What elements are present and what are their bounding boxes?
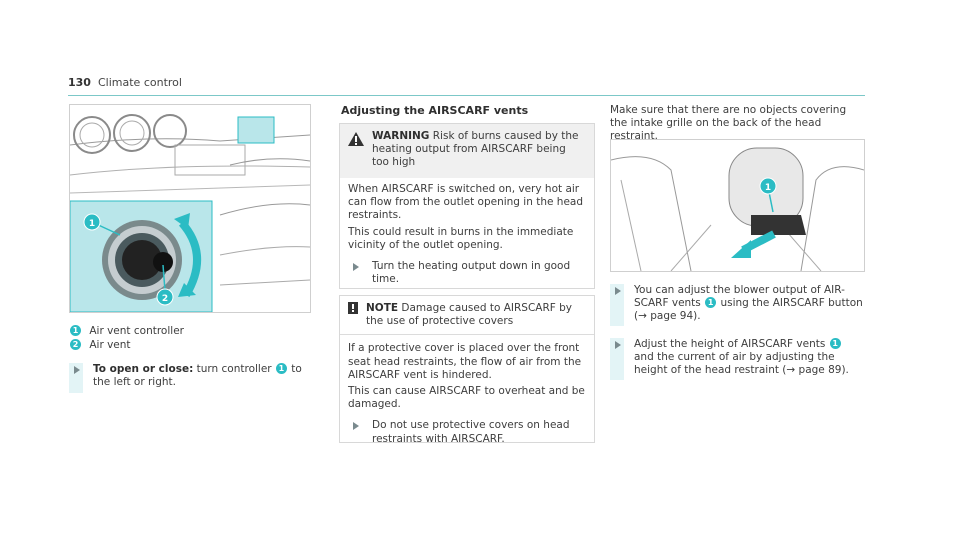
step-text-2: using the AIRSCARF button (→ page 94). xyxy=(634,297,863,323)
callout-badge: 1 xyxy=(275,363,287,374)
step-text: Adjust the height of AIRSCARF vents xyxy=(634,338,829,350)
warning-triangle-icon xyxy=(348,132,364,146)
warning-paragraph-1: When AIRSCARF is switched on, very hot a… xyxy=(348,183,584,222)
section-heading: Adjusting the AIRSCARF vents xyxy=(341,104,529,117)
note-step-text: Do not use protective covers on head res… xyxy=(372,419,570,445)
step-arrow-icon xyxy=(353,422,359,431)
height-adjust-step: Adjust the height of AIRSCARF vents 1 an… xyxy=(610,338,866,380)
step-text-2: and the current of air by adjusting the … xyxy=(634,351,849,377)
step-text: You can adjust the blower output of AIR-… xyxy=(634,284,845,310)
open-close-step: To open or close: turn controller 1 to t… xyxy=(69,363,309,393)
note-paragraph-1: If a protective cover is placed over the… xyxy=(348,342,582,381)
warning-header: WARNING Risk of burns caused by the heat… xyxy=(340,124,594,178)
step-text-2: to the left or right. xyxy=(93,363,302,389)
callout-badge: 1 xyxy=(705,297,717,309)
header-divider xyxy=(68,95,865,96)
legend-label: Air vent controller xyxy=(89,325,184,337)
note-step: Do not use protective covers on head res… xyxy=(348,419,586,447)
step-text: turn controller xyxy=(193,363,275,375)
note-paragraph-2: This can cause AIRSCARF to overheat and … xyxy=(348,385,585,411)
dashboard-illustration: 1 2 xyxy=(70,105,310,312)
warning-step-text: Turn the heating output down in good tim… xyxy=(372,260,571,286)
step-bold: To open or close: xyxy=(93,363,194,375)
step-arrow-icon xyxy=(353,263,359,272)
callout-badge: 1 xyxy=(829,338,841,349)
warning-title: WARNING xyxy=(372,130,430,142)
warning-paragraph-2: This could result in burns in the immedi… xyxy=(348,225,574,251)
air-vent-controller-figure: 1 2 xyxy=(69,104,311,313)
legend-item-1: 1 Air vent controller xyxy=(69,325,184,338)
step-arrow-icon xyxy=(74,366,80,374)
head-restraint-illustration: 1 xyxy=(611,140,864,271)
svg-text:1: 1 xyxy=(765,183,771,193)
callout-2: 2 xyxy=(156,288,174,306)
svg-text:1: 1 xyxy=(89,219,95,229)
intro-text: Make sure that there are no objects cove… xyxy=(610,104,847,143)
svg-text:2: 2 xyxy=(162,294,168,304)
callout-badge: 2 xyxy=(70,339,81,350)
note-box: NOTE Damage caused to AIRSCARF by the us… xyxy=(339,295,595,445)
warning-lead: Risk of burns caused by the heating outp… xyxy=(372,130,579,169)
note-title: NOTE xyxy=(366,302,399,314)
callout-badge: 1 xyxy=(70,325,81,336)
note-lead: Damage caused to AIRSCARF by the use of … xyxy=(366,302,573,328)
callout-1: 1 xyxy=(759,177,777,195)
callout-1: 1 xyxy=(83,213,101,231)
warning-step: Turn the heating output down in good tim… xyxy=(348,260,586,288)
section-title: Climate control xyxy=(98,76,182,89)
notice-icon xyxy=(348,302,358,314)
blower-output-step: You can adjust the blower output of AIR-… xyxy=(610,284,866,326)
step-arrow-icon xyxy=(615,341,621,349)
step-arrow-icon xyxy=(615,287,621,295)
warning-box: WARNING Risk of burns caused by the heat… xyxy=(339,123,595,289)
legend-item-2: 2 Air vent xyxy=(69,339,131,352)
page-number: 130 xyxy=(68,76,91,89)
head-restraint-figure: 1 xyxy=(610,139,865,272)
legend-label: Air vent xyxy=(89,339,131,351)
